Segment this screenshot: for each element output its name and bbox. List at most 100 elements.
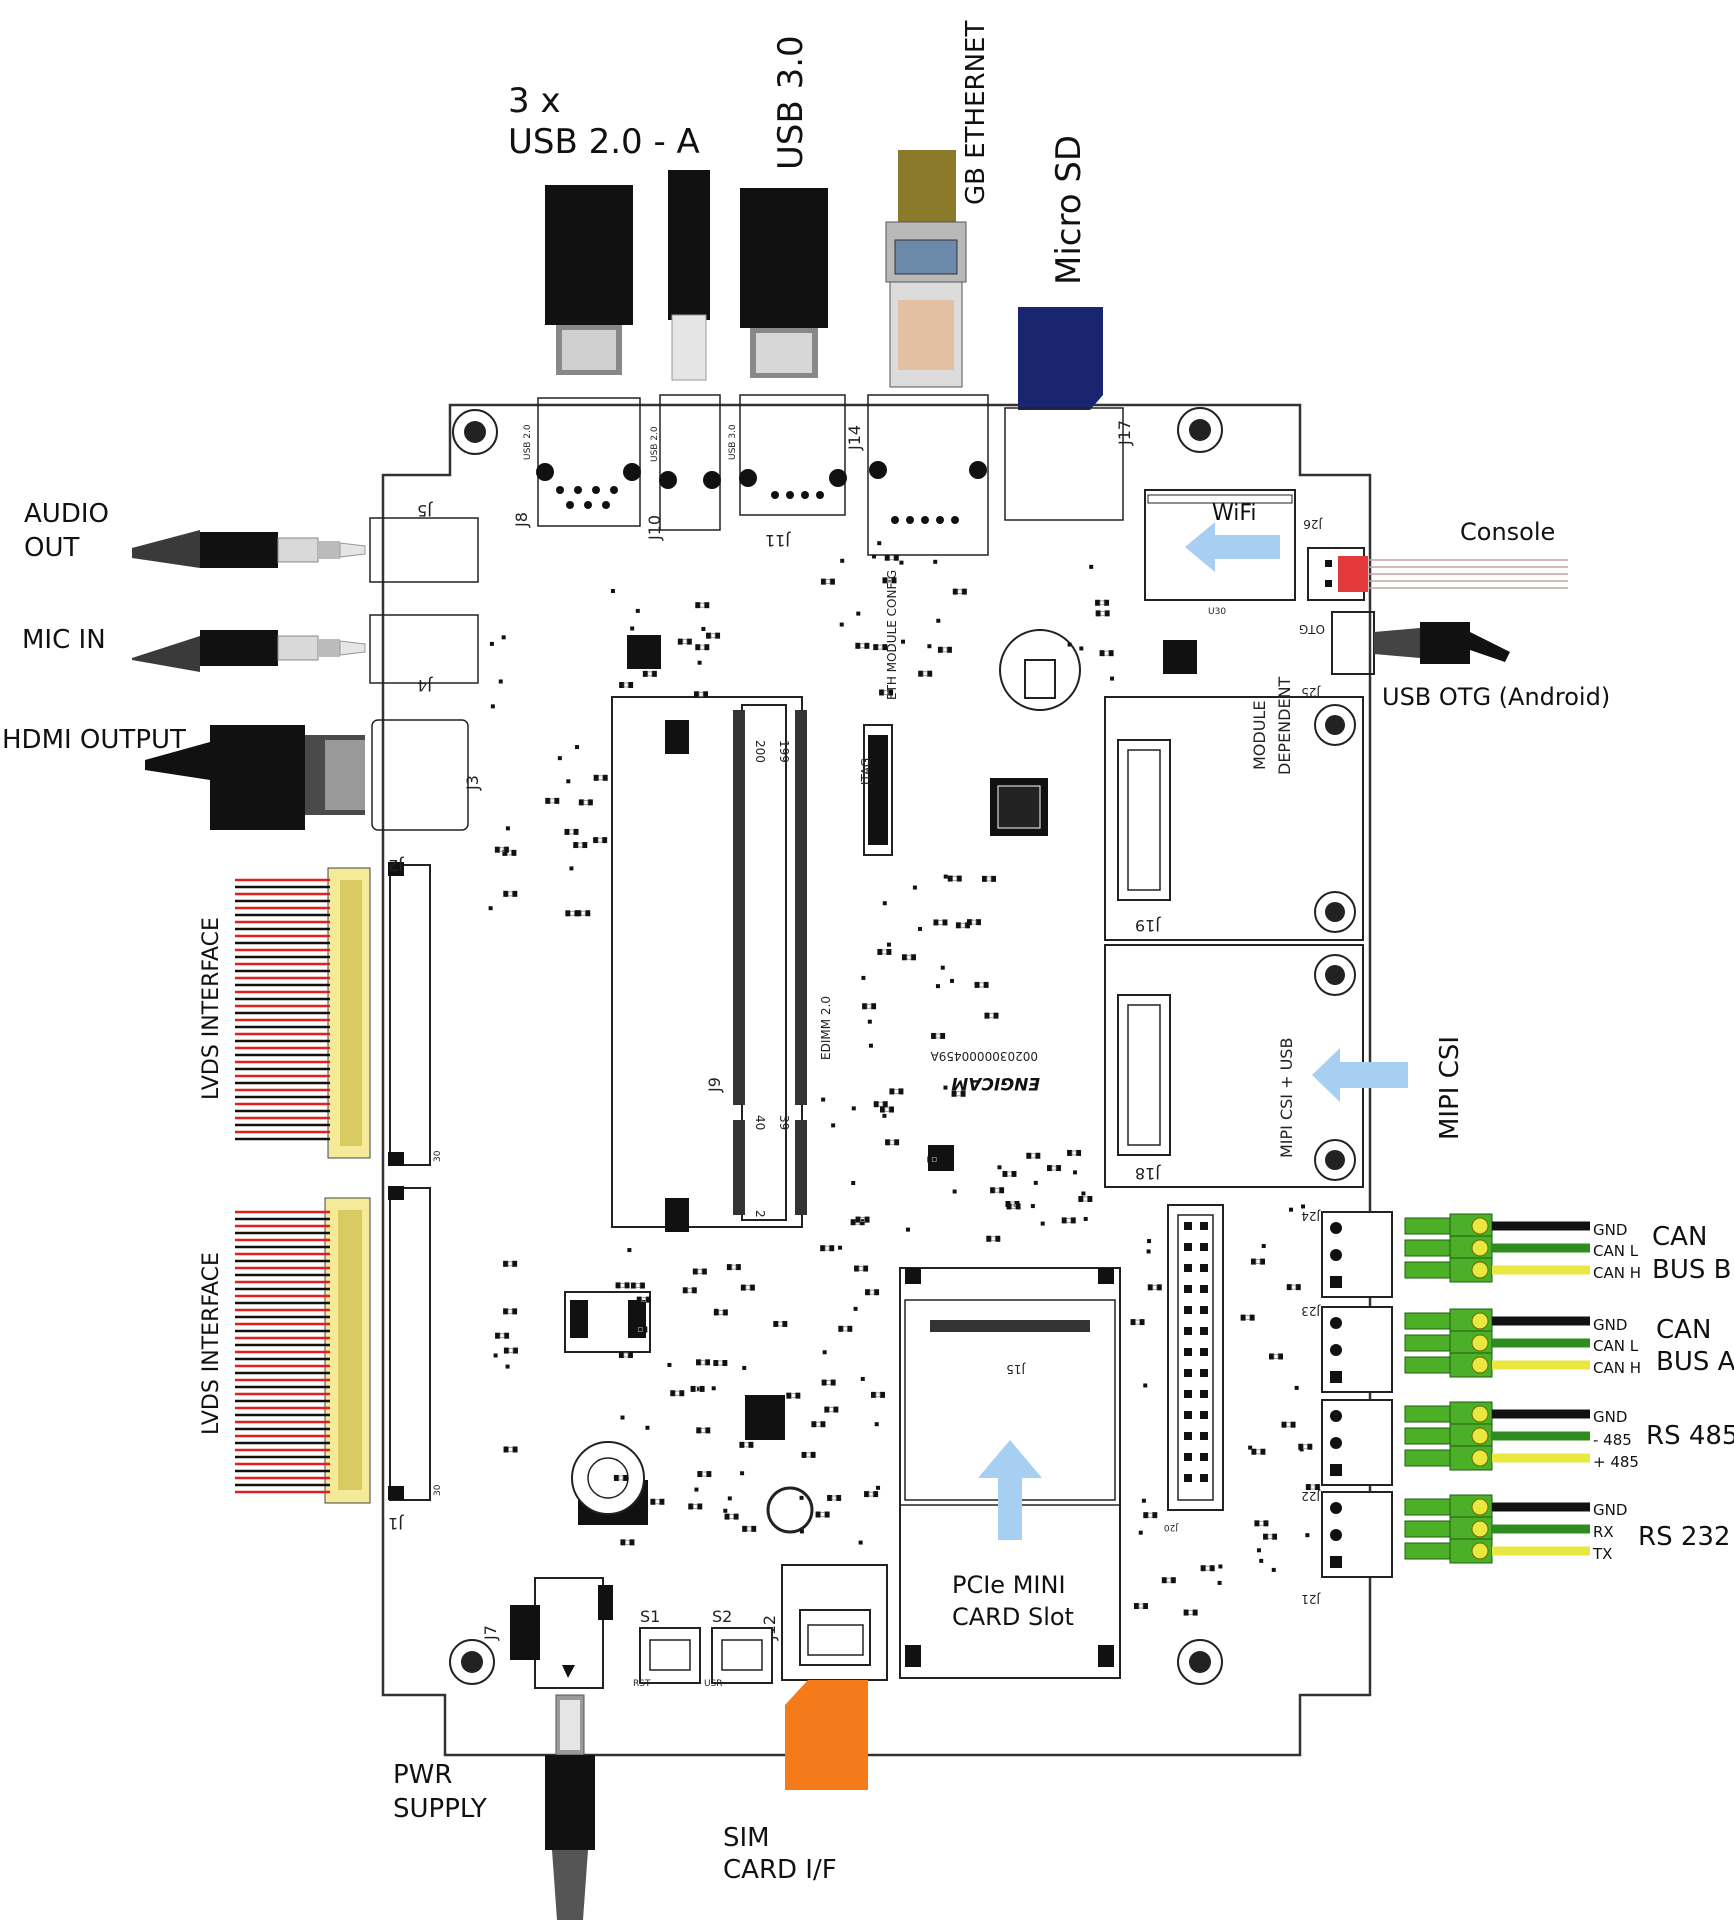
smd-pad	[619, 681, 625, 688]
smd-body	[598, 775, 604, 781]
smd-pad	[630, 1282, 636, 1289]
smd-body	[695, 1386, 700, 1392]
smd-pad	[850, 1219, 856, 1226]
pwr-label-1: PWR	[393, 1760, 452, 1790]
j2-pin30: 30	[433, 1150, 443, 1162]
smd-pad	[960, 1090, 966, 1097]
smd-pad	[618, 1352, 624, 1359]
terminal-plug-body	[1404, 1217, 1451, 1235]
j20-pin	[1200, 1264, 1208, 1272]
smd-pad	[691, 1287, 697, 1294]
smd-pad	[801, 1451, 807, 1458]
smd-pad	[951, 1090, 957, 1097]
audio-sockets	[369, 517, 479, 831]
smd-pad	[882, 644, 888, 651]
edimm-pin39: 39	[777, 1115, 791, 1130]
smd-pad	[1035, 1152, 1041, 1159]
rst-silk: RST	[633, 1679, 651, 1689]
smd-pad	[1259, 1258, 1265, 1265]
smd-pad	[696, 1427, 702, 1434]
smd-body	[1188, 1610, 1194, 1615]
j20-pin	[1184, 1285, 1192, 1293]
smd-pad	[554, 797, 560, 804]
smd-body	[674, 1390, 680, 1396]
smd-pad	[1104, 599, 1110, 606]
smd-pad	[1314, 1484, 1320, 1491]
smd-body	[906, 954, 912, 960]
smd-pad	[1055, 1165, 1061, 1172]
smd-pad	[715, 632, 721, 639]
smd-pad	[1081, 1191, 1086, 1196]
wifi-module	[1144, 489, 1296, 601]
smd-pad	[786, 1392, 792, 1399]
smd-pad	[912, 885, 917, 890]
smd-pad	[864, 1216, 870, 1223]
j20-pin	[1200, 1390, 1208, 1398]
smd-pad	[829, 578, 835, 585]
edimm-label: EDIMM 2.0	[819, 996, 833, 1060]
smd-body	[922, 671, 928, 677]
smd-pad	[713, 1360, 719, 1367]
smd-pad	[751, 1525, 757, 1532]
smd-pad	[692, 1268, 698, 1275]
smd-pad	[836, 1494, 842, 1501]
smd-pad	[587, 799, 593, 806]
smd-pad	[722, 1309, 728, 1316]
smd-body	[869, 1289, 875, 1295]
smd-pad	[1295, 1284, 1301, 1291]
smd-pad	[645, 1296, 651, 1303]
smd-body	[635, 1283, 641, 1288]
smd-pad	[1298, 1443, 1304, 1450]
smd-pad	[726, 1264, 732, 1271]
smd-pad	[877, 948, 883, 955]
usb30-silk: USB 3.0	[728, 424, 738, 460]
usb20-silk-b: USB 2.0	[650, 426, 660, 462]
smd-body	[1291, 1284, 1297, 1290]
smd-pad	[829, 1245, 835, 1252]
smd-pad	[639, 1282, 645, 1289]
smd-body	[682, 639, 688, 645]
smd-pad	[799, 1495, 804, 1500]
usb2-label: USB 2.0 - A	[508, 122, 700, 162]
can-a-gnd: GND	[1593, 1316, 1627, 1334]
pcie-slot	[899, 1267, 1121, 1679]
smd-pad	[573, 842, 579, 849]
smd-pad	[489, 641, 494, 646]
smd-body	[820, 1512, 826, 1517]
can-b-wire-labels: GND CAN L CAN H	[1593, 1221, 1641, 1282]
smd-pad	[876, 1485, 881, 1490]
sim-label-2: CARD I/F	[723, 1855, 837, 1885]
smd-pad	[864, 1491, 870, 1498]
smd-pad	[512, 1347, 518, 1354]
usb20-silk-a: USB 2.0	[523, 424, 533, 460]
can-b-label-1: CAN	[1652, 1222, 1707, 1252]
smd-pad	[999, 1187, 1005, 1194]
smd-pad	[936, 1156, 942, 1163]
j20-pin	[1200, 1285, 1208, 1293]
smd-pad	[877, 541, 882, 546]
smd-pad	[927, 644, 932, 649]
smd-body	[746, 1526, 752, 1532]
smd-pad	[1002, 1170, 1008, 1177]
smd-body	[577, 842, 583, 848]
smd-pad	[494, 846, 500, 853]
smd-pad	[864, 642, 870, 649]
smd-body	[701, 1471, 707, 1477]
smd-pad	[694, 1487, 699, 1492]
rs232-label: RS 232	[1638, 1522, 1730, 1552]
smd-pad	[799, 1529, 804, 1534]
smd-body	[831, 1495, 837, 1501]
smd-pad	[1305, 1533, 1310, 1538]
smd-pad	[886, 942, 891, 947]
smd-pad	[735, 1264, 741, 1271]
pcie-label-1: PCIe MINI	[952, 1571, 1066, 1599]
smd-pad	[1133, 1603, 1139, 1610]
smd-pad	[1095, 610, 1101, 617]
smd-pad	[1073, 1170, 1078, 1175]
smd-body	[842, 1326, 848, 1332]
smd-pad	[821, 1097, 826, 1102]
smd-body	[1286, 1422, 1291, 1428]
smd-pad	[1083, 1216, 1088, 1221]
smd-pad	[898, 1088, 904, 1095]
smd-pad	[704, 602, 710, 609]
